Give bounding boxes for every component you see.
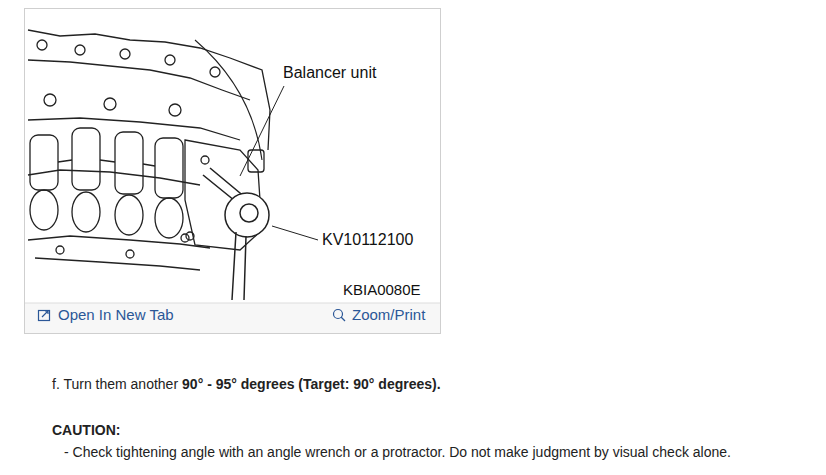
caution-text: - Check tightening angle with an angle w… xyxy=(64,444,731,461)
figure-frame xyxy=(25,9,441,334)
step-text: f. Turn them another xyxy=(52,376,178,393)
tool-number: KV10112100 xyxy=(322,230,413,249)
gauge-wire xyxy=(195,40,262,160)
engine-block xyxy=(28,30,270,270)
angle-wrench xyxy=(225,193,269,300)
toolbar-link: Open In New Tab xyxy=(58,306,174,324)
part-name: Balancer unit xyxy=(283,63,376,82)
figure-toolbar xyxy=(25,303,440,333)
toolbar-link: Zoom/Print xyxy=(352,306,425,324)
figure-code: KBIA0080E xyxy=(343,281,421,299)
toolbar-divider xyxy=(25,303,440,304)
leader-lines xyxy=(240,86,318,240)
caution-heading: CAUTION: xyxy=(52,422,120,439)
step-value: 90° - 95° degrees (Target: 90° degrees). xyxy=(182,376,441,393)
